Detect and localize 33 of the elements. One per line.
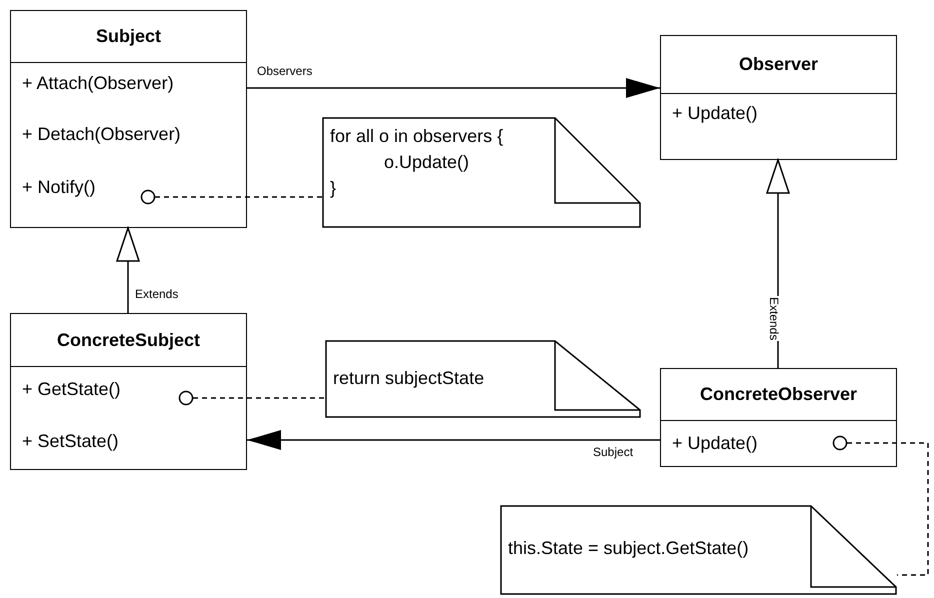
class-name: Observer: [738, 53, 820, 75]
arrow: [247, 430, 660, 450]
class-name: Subject: [94, 25, 162, 47]
note-box: [325, 340, 641, 418]
class-box: [660, 35, 897, 160]
arrow: [247, 78, 660, 98]
method-name: + Notify(): [22, 176, 96, 198]
note-connector: [832, 436, 929, 576]
class-box: [660, 368, 897, 467]
class-box: [10, 10, 247, 228]
edge-label: Observers: [256, 64, 314, 78]
method-name: + SetState(): [22, 430, 119, 452]
method-name: + Update(): [672, 102, 758, 124]
method-name: + Attach(Observer): [22, 72, 174, 94]
note-text: this.State = subject.GetState(): [508, 537, 749, 559]
edge-label: Subject: [592, 445, 634, 459]
note-text: for all o in observers {: [330, 125, 504, 147]
edge-label: Extends: [767, 296, 781, 342]
note-text: return subjectState: [333, 367, 484, 389]
method-name: + GetState(): [22, 378, 121, 400]
note-box: [500, 505, 897, 595]
method-name: + Detach(Observer): [22, 123, 181, 145]
note-connector: [178, 390, 325, 406]
note-text: }: [330, 177, 336, 199]
note-connector: [140, 190, 322, 204]
arrow: [116, 227, 140, 313]
note-text: o.Update(): [384, 151, 470, 173]
class-name: ConcreteSubject: [56, 329, 202, 351]
edge-label: Extends: [134, 287, 180, 301]
note-box: [322, 117, 641, 228]
class-name: ConcreteObserver: [698, 383, 858, 405]
class-box: [10, 313, 247, 470]
method-name: + Update(): [672, 432, 758, 454]
